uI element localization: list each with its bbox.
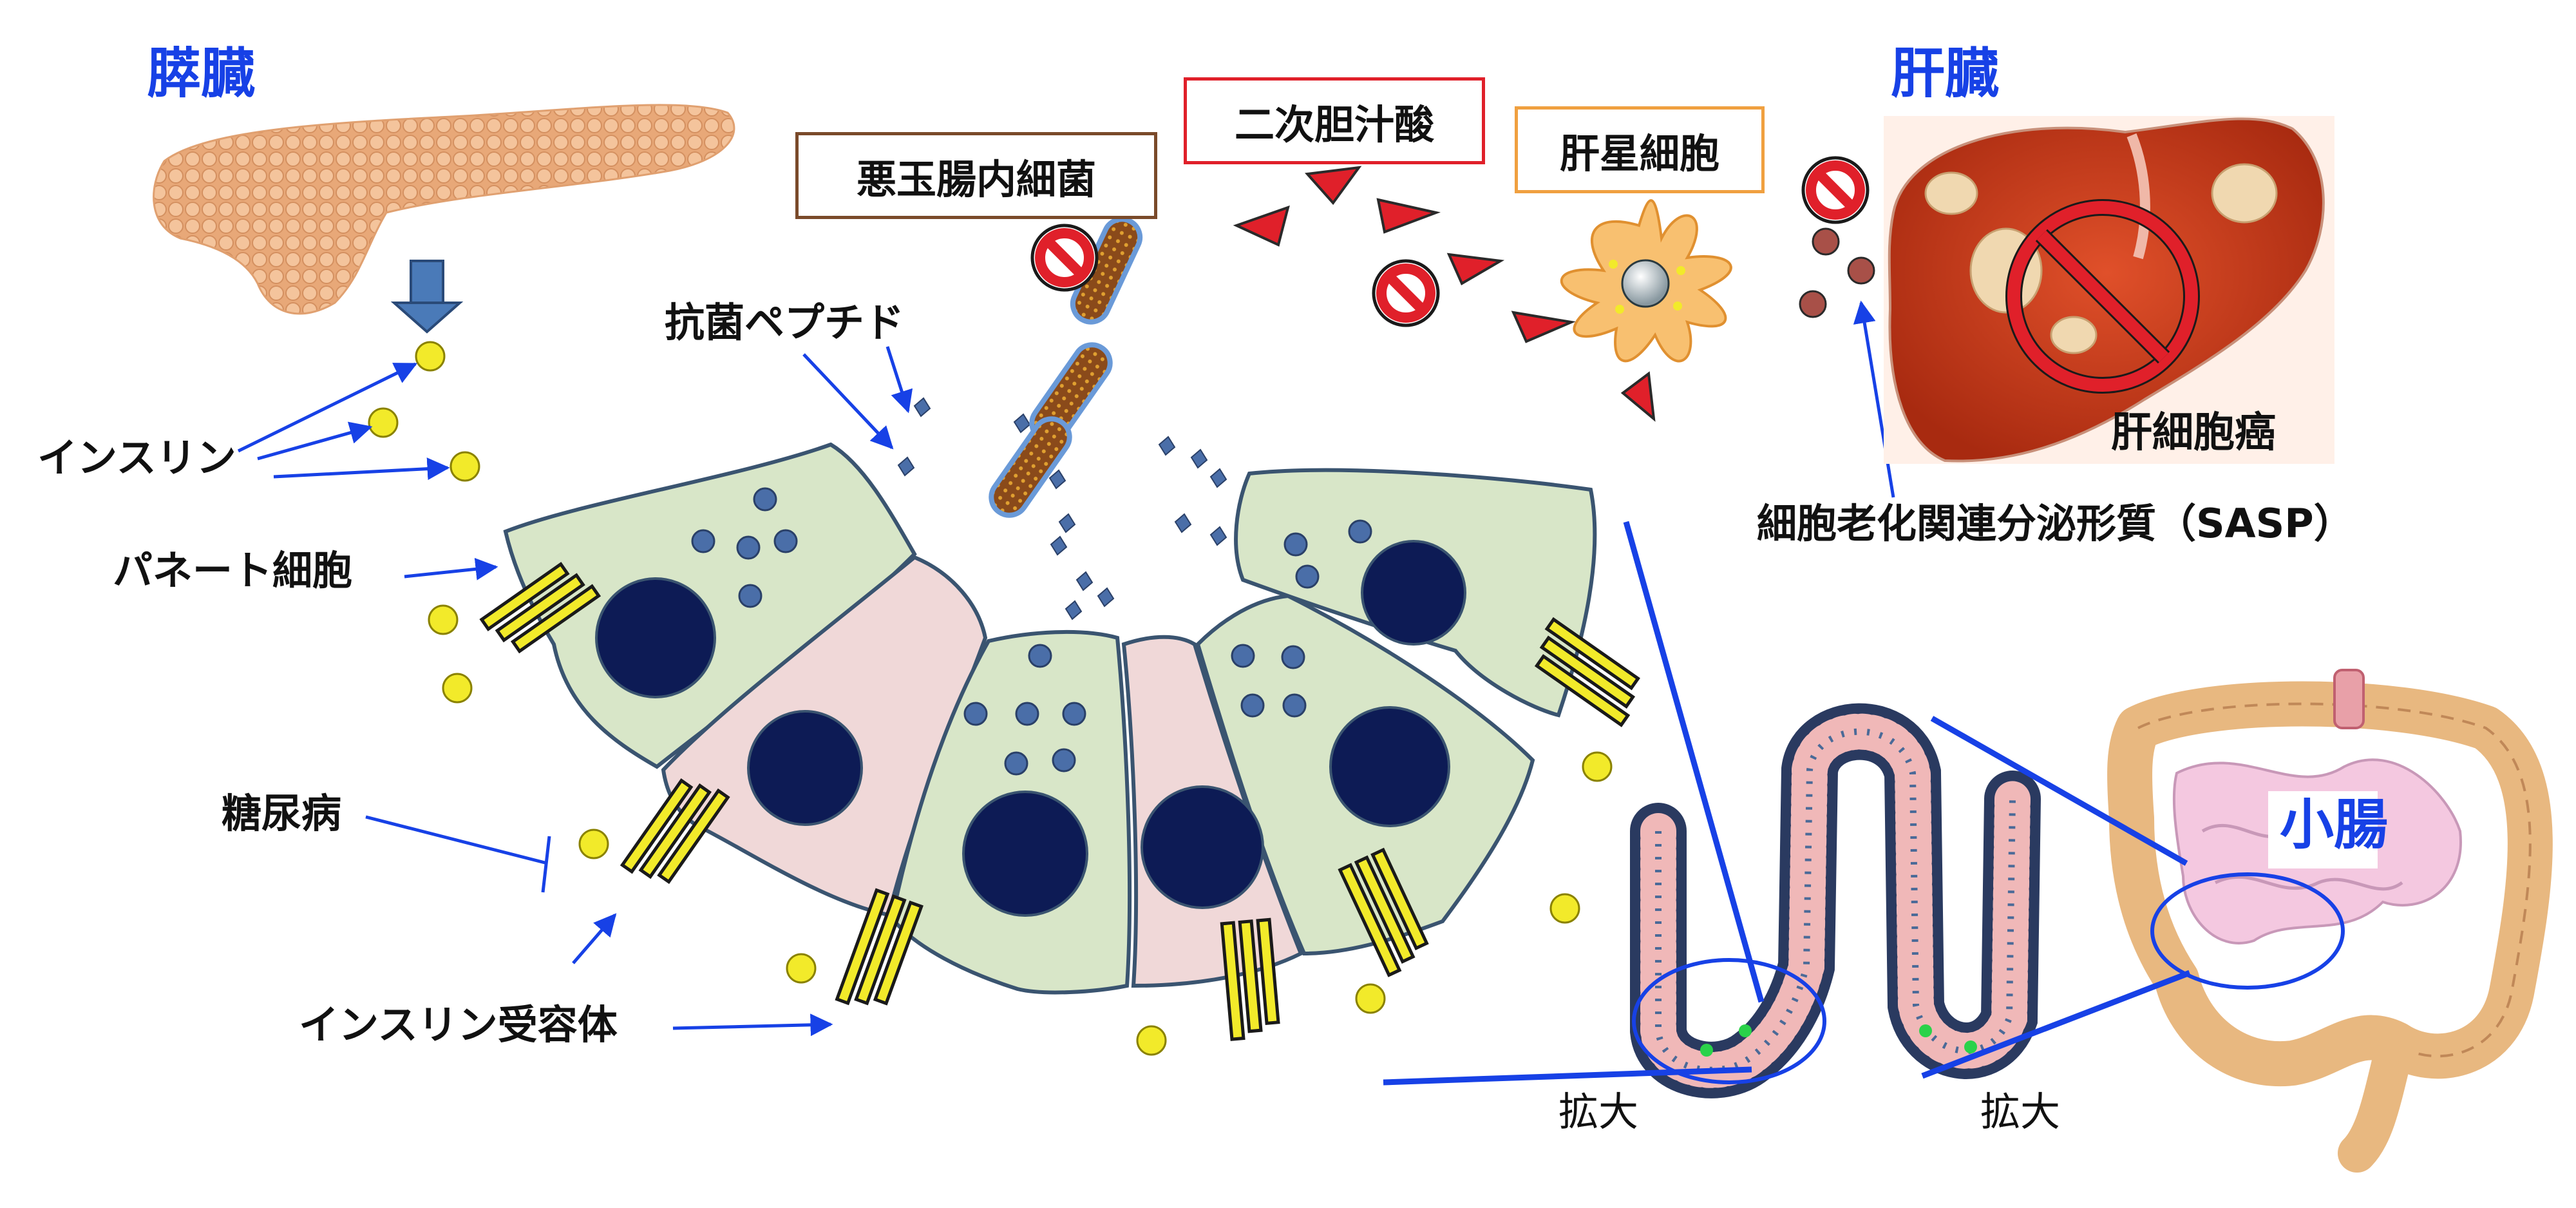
rod-bacteria-icon bbox=[989, 216, 1143, 518]
pancreas-label: 膵臓 bbox=[147, 42, 256, 105]
insulin-molecules bbox=[368, 341, 1613, 1056]
liver-label: 肝臓 bbox=[1891, 42, 2000, 105]
stellate-cell-icon bbox=[1560, 199, 1732, 363]
inhibition-line bbox=[365, 815, 551, 893]
hcc-label: 肝細胞癌 bbox=[2111, 409, 2276, 457]
prohibit-icon bbox=[1030, 156, 1870, 327]
liver-tumor-illustration bbox=[1884, 116, 2334, 464]
insulin-receptor-label: インスリン受容体 bbox=[299, 1001, 618, 1048]
pancreas-illustration bbox=[153, 104, 735, 315]
bile-acid-molecules bbox=[1233, 166, 1656, 422]
insulin-arrows bbox=[237, 300, 1895, 1037]
antimicrobial-peptide-label: 抗菌ペプチド bbox=[665, 299, 905, 346]
sasp-label: 細胞老化関連分泌形質（SASP） bbox=[1757, 500, 2354, 547]
paneth-cell-label: パネート細胞 bbox=[113, 547, 353, 594]
cell-granules bbox=[691, 487, 1372, 776]
magnification-lines bbox=[1383, 521, 2191, 1086]
colon-illustration bbox=[2107, 669, 2553, 1173]
diabetes-label: 糖尿病 bbox=[222, 790, 342, 837]
pancreas-down-arrow bbox=[390, 260, 464, 334]
secondary-bile-acid-box: 二次胆汁酸 bbox=[1184, 77, 1485, 164]
intestinal-villi-illustration bbox=[1630, 703, 2041, 1098]
insulin-label: インスリン bbox=[37, 434, 236, 481]
antimicrobial-peptides bbox=[897, 397, 1227, 620]
sasp-molecules bbox=[1799, 227, 1875, 318]
enlarge-label-1: 拡大 bbox=[1558, 1088, 1639, 1135]
small-intestine-label: 小腸 bbox=[2280, 793, 2389, 856]
insulin-receptors bbox=[479, 562, 1640, 1041]
enlarge-label-2: 拡大 bbox=[1980, 1088, 2061, 1135]
bad-bacteria-box: 悪玉腸内細菌 bbox=[795, 132, 1157, 219]
stellate-cell-box: 肝星細胞 bbox=[1515, 106, 1765, 193]
cell-nuclei bbox=[595, 540, 1466, 917]
hcc-prohibit-icon bbox=[2005, 199, 2200, 394]
